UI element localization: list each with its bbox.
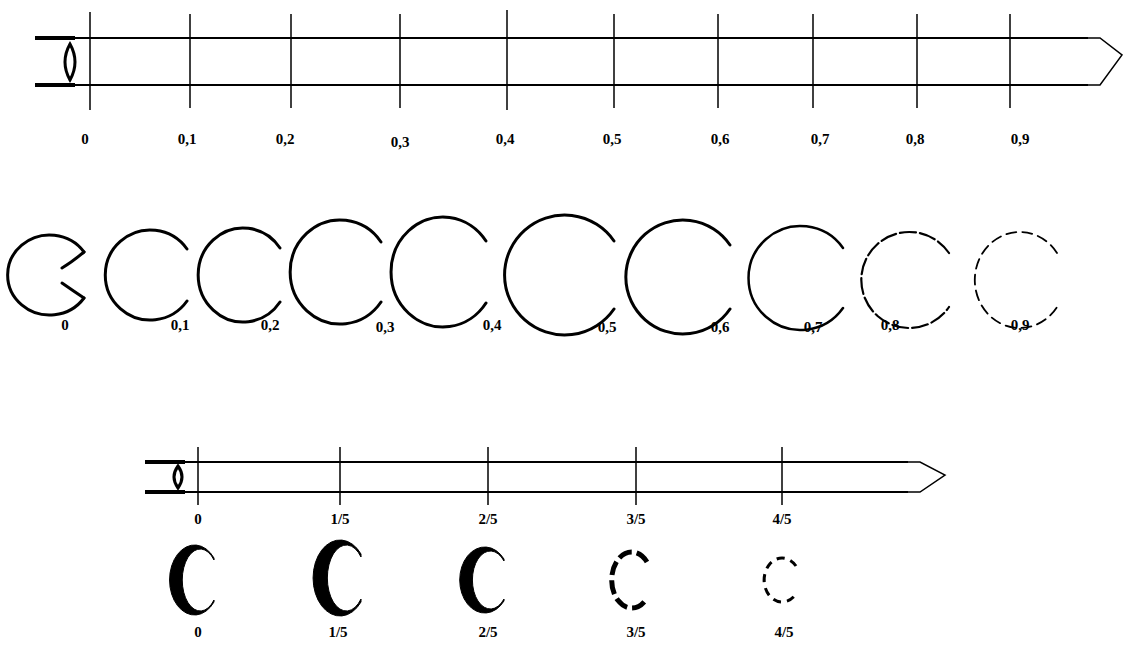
needle-bottom [145, 462, 945, 492]
scale-label: 0,7 [804, 320, 823, 335]
needle-top [35, 38, 1122, 85]
scale-label: 3/5 [626, 512, 645, 527]
scale-label: 0,3 [391, 135, 410, 150]
scale-label: 2/5 [478, 625, 497, 640]
scale-label: 0 [81, 132, 89, 147]
scale-ticks-bottom [198, 447, 782, 505]
scale-label: 0,5 [603, 132, 622, 147]
scale-ticks-top [90, 10, 1010, 110]
scale-label: 0,8 [881, 318, 900, 333]
scale-label: 3/5 [626, 625, 645, 640]
scale-label: 0,7 [811, 132, 830, 147]
scale-label: 0,1 [178, 132, 197, 147]
scale-label: 0 [61, 318, 69, 333]
scale-label: 0,2 [261, 318, 280, 333]
scale-label: 0,3 [376, 320, 395, 335]
scale-label: 4/5 [774, 625, 793, 640]
scale-label: 2/5 [478, 512, 497, 527]
scale-label: 0 [194, 512, 202, 527]
scale-label: 0,8 [906, 132, 925, 147]
thick-cross-sections-row [170, 540, 796, 616]
scale-label: 1/5 [328, 625, 347, 640]
scale-label: 0,9 [1011, 318, 1030, 333]
scale-label: 0,4 [483, 318, 502, 333]
scale-label: 0,5 [598, 320, 617, 335]
scale-label: 0 [194, 625, 202, 640]
scale-label: 0,6 [711, 132, 730, 147]
scale-label: 0,6 [711, 320, 730, 335]
scale-label: 0,2 [276, 132, 295, 147]
scale-label: 1/5 [330, 512, 349, 527]
scale-label: 4/5 [772, 512, 791, 527]
cross-sections-row [8, 215, 1057, 335]
scale-label: 0,4 [496, 132, 515, 147]
scale-label: 0,1 [171, 318, 190, 333]
scale-label: 0,9 [1011, 132, 1030, 147]
